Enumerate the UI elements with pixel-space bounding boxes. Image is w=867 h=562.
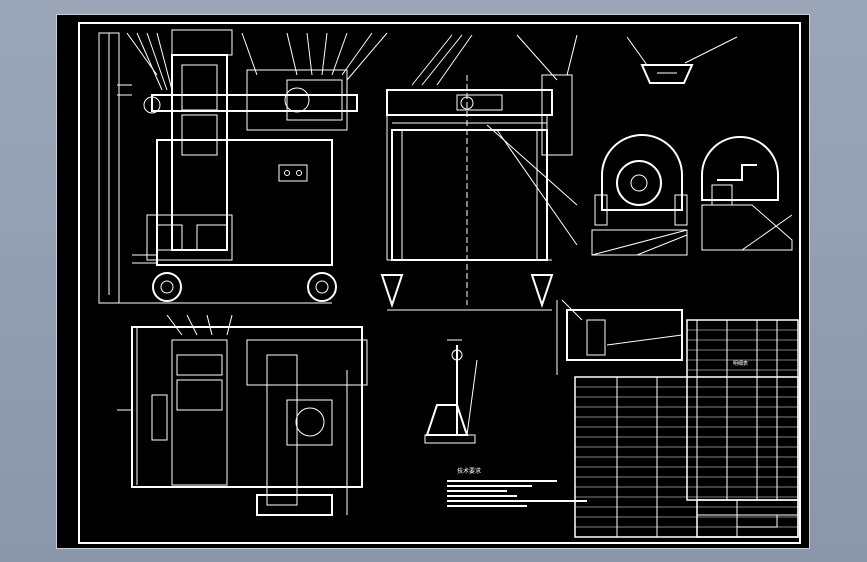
section-a xyxy=(591,134,688,256)
sectional-detail xyxy=(424,339,478,444)
side-pulley xyxy=(541,74,573,156)
notes-label: 技术要求 xyxy=(457,467,481,475)
side-wheel-left xyxy=(380,274,404,309)
control-box xyxy=(278,164,308,182)
drive-shaft xyxy=(151,94,358,112)
inner-border xyxy=(78,22,801,544)
funnel-detail xyxy=(626,36,738,84)
main-housing xyxy=(171,54,228,251)
side-shaft-housing xyxy=(386,89,553,116)
cart-frame xyxy=(156,139,333,266)
side-frame xyxy=(391,129,548,261)
section-b xyxy=(701,136,793,251)
side-elevation xyxy=(380,34,578,311)
caster-wheel-left xyxy=(152,272,182,302)
front-elevation xyxy=(98,29,388,304)
caster-wheel-right xyxy=(307,272,337,302)
motor-box xyxy=(246,69,348,131)
hopper-top xyxy=(171,29,233,56)
plan-view xyxy=(117,314,368,516)
drawing-sheet: 技术要求 xyxy=(56,14,810,549)
title-block xyxy=(696,499,799,538)
parts-list: 明细表 xyxy=(574,319,799,538)
side-wheel-right xyxy=(530,274,554,309)
drawing-canvas: 技术要求 xyxy=(78,22,801,544)
plan-outline xyxy=(131,326,363,488)
parts-list-label: 明细表 xyxy=(733,360,748,367)
cylinder-detail xyxy=(556,299,683,375)
technical-notes: 技术要求 xyxy=(447,467,587,507)
